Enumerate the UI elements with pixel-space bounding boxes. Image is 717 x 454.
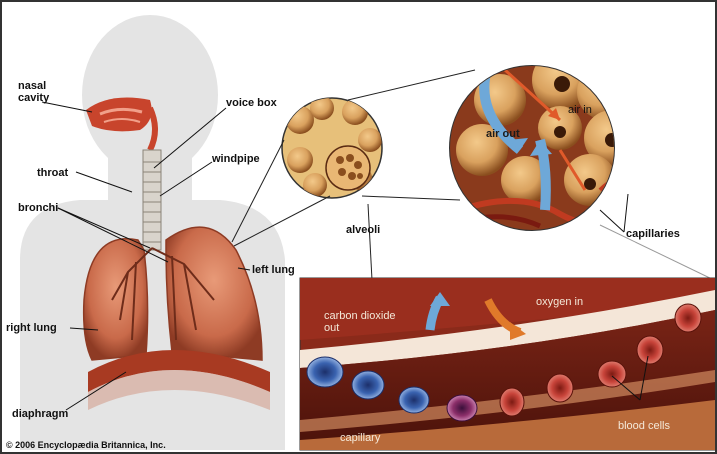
label-throat: throat	[37, 167, 68, 179]
label-right-lung: right lung	[6, 322, 57, 334]
alveoli-cluster-circle	[282, 96, 382, 198]
copyright-credit: © 2006 Encyclopædia Britannica, Inc.	[6, 440, 166, 450]
label-capillary: capillary	[340, 432, 380, 444]
label-oxygen-in: oxygen in	[536, 296, 583, 308]
label-nasal-cavity: nasal cavity	[18, 80, 64, 104]
label-capillaries: capillaries	[626, 228, 680, 240]
label-alveoli: alveoli	[346, 224, 380, 236]
label-bronchi: bronchi	[18, 202, 58, 214]
label-left-lung: left lung	[252, 264, 295, 276]
label-air-out: air out	[486, 128, 520, 140]
label-carbon-dioxide-out: carbon dioxide out	[324, 310, 396, 334]
label-windpipe: windpipe	[212, 153, 260, 165]
label-blood-cells: blood cells	[618, 420, 670, 432]
label-diaphragm: diaphragm	[12, 408, 68, 420]
label-voice-box: voice box	[226, 97, 277, 109]
label-air-in: air in	[568, 104, 592, 116]
